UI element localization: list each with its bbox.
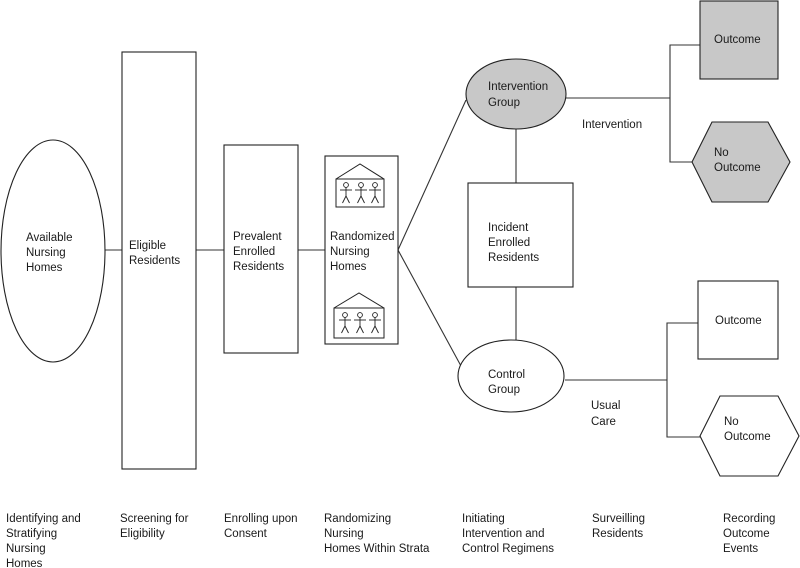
stage-caption-surveilling: Surveilling Residents xyxy=(592,513,648,540)
intervention-group-ellipse xyxy=(465,58,567,130)
connector-randomized-control xyxy=(397,249,462,367)
connector-intervention-split xyxy=(669,44,700,163)
prevalent-enrolled-residents-box xyxy=(223,144,299,354)
control-no-outcome-hexagon xyxy=(699,395,800,477)
nursing-home-residents-icon xyxy=(335,163,385,208)
incident-enrolled-residents-node: Incident Enrolled Residents xyxy=(467,182,574,288)
randomized-nursing-homes-label: Randomized Nursing Homes xyxy=(330,231,398,273)
available-nursing-homes-ellipse xyxy=(0,139,106,363)
nursing-home-residents-icon xyxy=(333,292,385,339)
control-outcome-box xyxy=(697,280,779,360)
intervention-outcome-label: Outcome xyxy=(714,34,761,46)
control-outcome-label: Outcome xyxy=(715,315,762,327)
intervention-group-node: Intervention Group xyxy=(465,58,567,130)
stage-caption-enrolling: Enrolling upon Consent xyxy=(224,513,301,540)
stage-caption-randomizing: Randomizing Nursing Homes Within Strata xyxy=(324,513,430,555)
connector-control-split xyxy=(666,322,700,438)
intervention-group-label: Intervention Group xyxy=(488,81,551,109)
available-nursing-homes-node: Available Nursing Homes xyxy=(0,139,106,363)
stage-caption-screening: Screening for Eligibility xyxy=(120,513,192,540)
stage-caption-recording: Recording Outcome Events xyxy=(723,513,779,555)
control-group-node: Control Group xyxy=(457,339,565,413)
randomized-nursing-homes-node: Randomized Nursing Homes xyxy=(324,155,399,345)
control-outcome-node: Outcome xyxy=(697,280,779,360)
control-no-outcome-node: No Outcome xyxy=(699,395,800,477)
prevalent-enrolled-residents-label: Prevalent Enrolled Residents xyxy=(233,231,285,273)
control-no-outcome-label: No Outcome xyxy=(724,416,771,443)
intervention-no-outcome-label: No Outcome xyxy=(714,147,761,174)
incident-enrolled-residents-box xyxy=(467,182,574,288)
intervention-outcome-box xyxy=(699,0,779,80)
prevalent-enrolled-residents-node: Prevalent Enrolled Residents xyxy=(223,144,299,354)
eligible-residents-box xyxy=(121,51,197,470)
available-nursing-homes-label: Available Nursing Homes xyxy=(26,232,76,274)
incident-enrolled-residents-label: Incident Enrolled Residents xyxy=(488,222,539,264)
stage-caption-initiating: Initiating Intervention and Control Regi… xyxy=(462,513,554,555)
connector-randomized-intervention xyxy=(397,99,467,251)
intervention-edge-label: Intervention xyxy=(582,119,642,131)
stage-caption-identifying: Identifying and Stratifying Nursing Home… xyxy=(6,513,84,568)
eligible-residents-node: Eligible Residents xyxy=(121,51,197,470)
intervention-no-outcome-hexagon xyxy=(691,121,791,203)
control-group-ellipse xyxy=(457,339,565,413)
usual-care-edge-label: Usual Care xyxy=(591,400,624,428)
control-group-label: Control Group xyxy=(488,369,528,396)
intervention-outcome-node: Outcome xyxy=(699,0,779,80)
intervention-no-outcome-node: No Outcome xyxy=(691,121,791,203)
stage-captions: Identifying and Stratifying Nursing Home… xyxy=(6,513,779,568)
eligible-residents-label: Eligible Residents xyxy=(129,240,180,267)
connectors xyxy=(104,44,700,438)
